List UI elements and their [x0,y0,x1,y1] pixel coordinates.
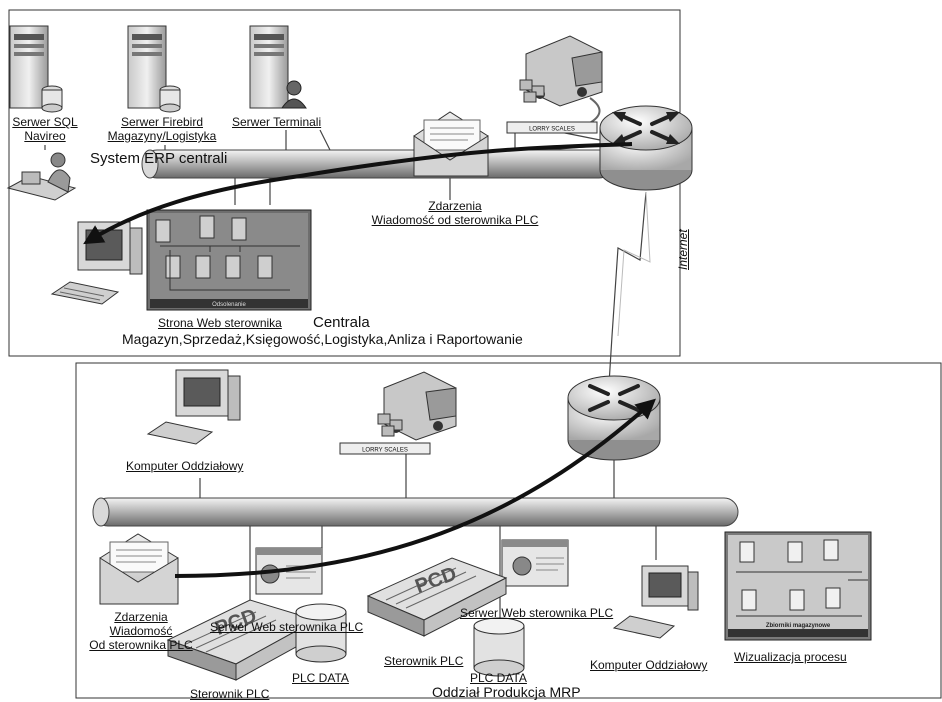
branch-site-title: Oddział Produkcja MRP [432,684,581,700]
plc-controller-label-2: Sterownik PLC [384,654,464,668]
branch-frame [75,362,942,699]
internet-link [607,191,647,401]
plc-web-page-screenshot: Odsolenanie [146,209,312,311]
branch-computer-label: Komputer Oddziałowy [126,459,244,473]
branch-lorry-scales-icon: LORRY SCALES [339,371,457,455]
plc-data-label-2: PLC DATA [470,671,527,685]
lorry-scales-label: LORRY SCALES [529,127,575,133]
plc-data-cylinder-1 [295,603,347,663]
branch-envelope-icon [99,533,179,605]
plc-web-server-label-2: Serwer Web sterownika PLC [460,606,614,620]
hmi-caption: Odsolenanie [212,302,246,308]
plc-web-server-label-1: Serwer Web sterownika PLC [210,620,364,634]
sql-server-icon [9,25,63,113]
centrala-title: Centrala [313,314,370,331]
message-envelope-icon [413,111,489,177]
plc-web-server-icon-2 [501,539,569,587]
departments-label: Magazyn,Sprzedaż,Księgowość,Logistyka,An… [122,331,523,347]
top-events-line2: Wiadomość od sterownika PLC [371,213,539,227]
firebird-server-label: Serwer Firebird Magazyny/Logistyka [92,115,232,143]
firebird-server-label-line1: Serwer Firebird [120,115,204,129]
branch-events-line2: Wiadomość [109,624,173,638]
sql-server-label-line2: Navireo [24,129,66,143]
viz-caption: Zbiorniki magazynowe [766,623,831,629]
top-events-label: Zdarzenia Wiadomość od sterownika PLC [350,199,560,227]
plc-web-page-label: Strona Web sterownika [158,316,282,330]
firebird-server-icon [127,25,181,113]
branch-network-pipe [92,497,739,527]
sql-server-label: Serwer SQL Navireo [2,115,88,143]
internet-label: Internet [676,229,690,270]
lorry-scales-icon: LORRY SCALES [506,35,603,134]
branch-events-line3: Od sterownika PLC [89,638,193,652]
sql-server-label-line1: Serwer SQL [12,115,78,129]
central-router-icon [599,105,693,191]
plc-controller-label-1: Sterownik PLC [190,687,270,701]
branch-router-icon [567,375,661,461]
terminal-server-label: Serwer Terminali [232,115,322,129]
operator-desk-icon [6,152,77,201]
plc-data-cylinder-2 [473,617,525,677]
branch-lorry-scales-label: LORRY SCALES [362,448,408,454]
branch-events-label: Zdarzenia Wiadomość Od sterownika PLC [78,610,204,652]
plc-data-label-1: PLC DATA [292,671,349,685]
message-flow-arrow-top [83,142,633,245]
top-events-line1: Zdarzenia [428,199,482,213]
branch-computer-right-label: Komputer Oddziałowy [590,658,708,672]
branch-computer-right-icon [612,565,699,639]
erp-system-title: System ERP centrali [90,150,228,167]
branch-computer-icon [146,369,241,445]
process-visualization-screenshot: Zbiorniki magazynowe [724,531,872,641]
process-visualization-label: Wizualizacja procesu [734,650,847,664]
firebird-server-label-line2: Magazyny/Logistyka [107,129,217,143]
terminal-server-icon [249,25,307,109]
message-flow-arrow-bottom [174,398,656,578]
branch-events-line1: Zdarzenia [114,610,168,624]
